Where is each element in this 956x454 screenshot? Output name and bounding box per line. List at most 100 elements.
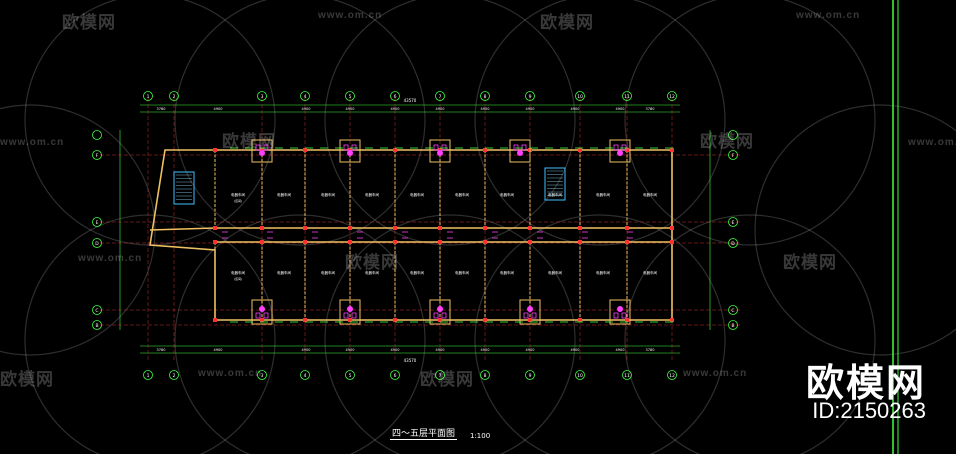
fixture-icon xyxy=(517,150,523,156)
drawing-scale: 1:100 xyxy=(470,432,491,440)
axis-label-top: 6 xyxy=(394,94,397,100)
dimension-label-top: 3780 xyxy=(646,107,655,111)
axis-label-right: B xyxy=(731,323,734,329)
walls-group xyxy=(149,149,673,321)
axis-bubble-left xyxy=(92,320,102,330)
axis-bubble-left xyxy=(92,217,102,227)
axis-label-bottom: 8 xyxy=(484,373,487,379)
structural-column xyxy=(303,148,307,152)
structural-column xyxy=(625,148,629,152)
axis-bubble-right xyxy=(728,217,738,227)
fixture-box xyxy=(429,139,451,163)
watermark-circle xyxy=(474,0,726,246)
axis-label-left: E xyxy=(96,220,99,226)
room-label: 电器车间 xyxy=(548,270,562,275)
axis-label-bottom: 10 xyxy=(577,373,583,379)
axis-bubble-top xyxy=(390,91,400,101)
dimension-label-bottom: 4900 xyxy=(302,348,311,352)
dimension-label-top: 4900 xyxy=(346,107,355,111)
axis-bubble-top xyxy=(143,91,153,101)
fixture-box xyxy=(251,299,273,325)
room-label: 电器车间 xyxy=(410,192,424,197)
room-note: (该间) xyxy=(234,198,242,203)
structural-column xyxy=(625,318,629,322)
structural-column xyxy=(438,226,442,230)
structural-column xyxy=(670,226,674,230)
watermark-logo: 欧模网 xyxy=(345,253,399,272)
structural-column xyxy=(670,240,674,244)
structural-column xyxy=(483,148,487,152)
room-label: 电器车间 xyxy=(596,270,610,275)
structural-column xyxy=(393,226,397,230)
stair-outline xyxy=(544,167,566,201)
structural-column xyxy=(260,226,264,230)
room-label: 电器车间 xyxy=(643,270,657,275)
structural-column xyxy=(578,148,582,152)
axis-bubble-top xyxy=(622,91,632,101)
axis-bubble-right xyxy=(728,305,738,315)
fixture-icon xyxy=(613,312,619,319)
structural-column xyxy=(393,148,397,152)
axis-bubble-right xyxy=(728,238,738,248)
axis-label-left: D xyxy=(95,241,99,247)
structural-column xyxy=(528,318,532,322)
axis-label-top: 3 xyxy=(261,94,264,100)
structural-column xyxy=(483,318,487,322)
dimension-label-bottom: 3780 xyxy=(646,348,655,352)
watermark-logo: 欧模网 xyxy=(700,132,754,151)
room-label: 电器车间 xyxy=(365,192,379,197)
axis-label-left: B xyxy=(95,323,98,329)
axis-bubble-top xyxy=(525,91,535,101)
fixture-box xyxy=(339,299,361,325)
dimension-group xyxy=(119,104,711,354)
structural-column xyxy=(578,240,582,244)
structural-column xyxy=(578,226,582,230)
fixture-icon xyxy=(617,306,623,312)
axis-label-top: 9 xyxy=(529,94,532,100)
fixture-icon xyxy=(513,144,519,151)
fixture-icon xyxy=(433,312,439,319)
axis-bubble-top xyxy=(575,91,585,101)
axis-bubble-left xyxy=(92,130,102,140)
axis-label-right: F xyxy=(732,153,735,159)
fixture-icon xyxy=(621,144,627,151)
drawing-title: 四～五层平面图 xyxy=(390,426,458,440)
fixture-icon xyxy=(351,312,357,319)
fixture-icon xyxy=(351,144,357,151)
watermark-logo: 欧模网 xyxy=(0,370,54,389)
fixture-icon xyxy=(521,144,527,151)
room-label: 电器车间 xyxy=(277,192,291,197)
axis-label-bottom: 9 xyxy=(529,373,532,379)
fixture-box xyxy=(609,299,631,325)
fixture-icon xyxy=(259,306,265,312)
watermark-url: www.om.cn xyxy=(908,137,956,148)
axis-label-top: 1 xyxy=(147,94,150,100)
structural-column xyxy=(213,240,217,244)
watermark-circle xyxy=(754,104,956,356)
axis-bubble-left xyxy=(92,305,102,315)
dimension-label-top: 4900 xyxy=(391,107,400,111)
structural-column xyxy=(260,318,264,322)
fixture-box xyxy=(509,139,531,163)
structural-column xyxy=(393,318,397,322)
axis-label-bottom: 7 xyxy=(439,373,442,379)
structural-column xyxy=(438,240,442,244)
fixture-icon xyxy=(441,312,447,319)
axis-bubble-top xyxy=(345,91,355,101)
axis-label-top: 5 xyxy=(349,94,352,100)
watermark-logo: 欧模网 xyxy=(420,370,474,389)
structural-column xyxy=(213,226,217,230)
dimension-label-bottom: 3780 xyxy=(157,348,166,352)
axis-label-top: 8 xyxy=(484,94,487,100)
axis-bubble-right xyxy=(728,320,738,330)
axis-bubble-left xyxy=(92,150,102,160)
room-label: 电器车间 xyxy=(410,270,424,275)
room-label: 电器车间 xyxy=(455,192,469,197)
watermark-circle xyxy=(324,0,576,246)
structural-column xyxy=(438,318,442,322)
axis-bubble-bottom xyxy=(667,370,677,380)
fixture-icon xyxy=(617,150,623,156)
axis-label-bottom: 1 xyxy=(147,373,150,379)
